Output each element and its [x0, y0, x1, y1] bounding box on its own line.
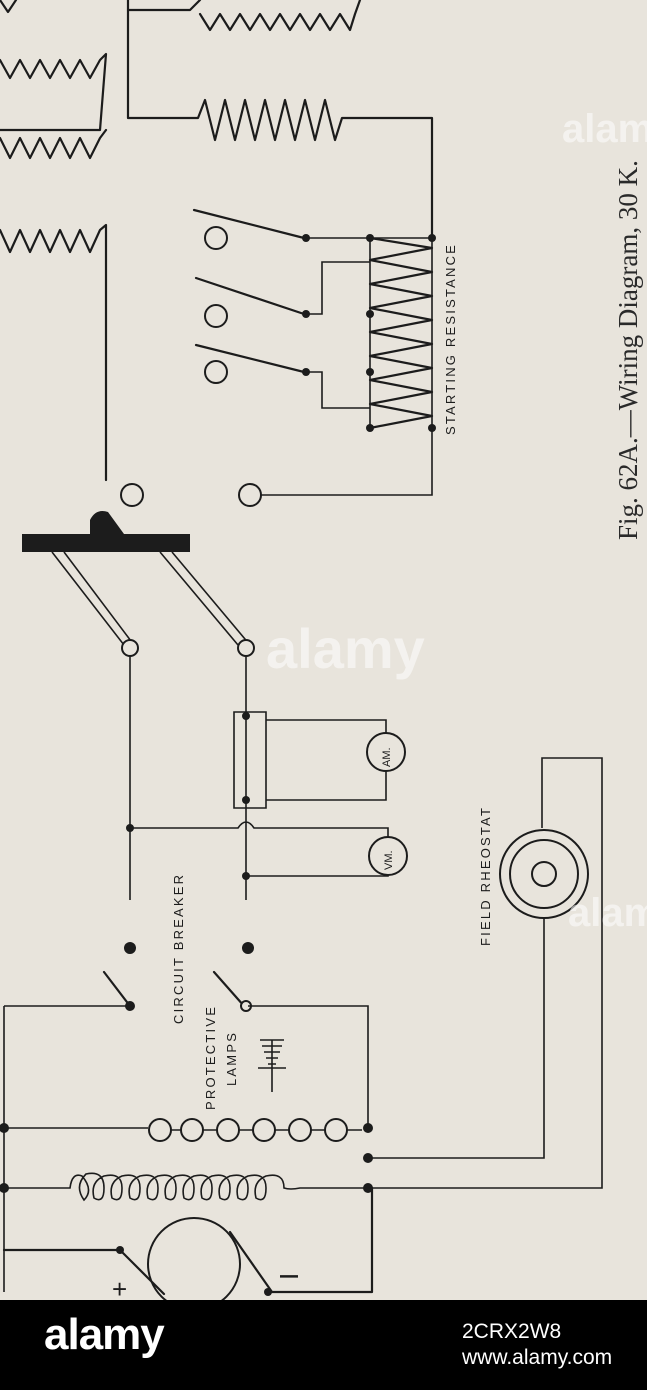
ammeter-label: AM.: [381, 747, 393, 767]
footer-bar: [0, 1300, 647, 1390]
plus-terminal-label: +: [112, 1274, 129, 1300]
watermark-small-2: alamy: [568, 891, 647, 935]
minus-terminal-label: I: [274, 1271, 304, 1280]
protective-lamps: [148, 1118, 362, 1142]
winding-coil-2: [0, 128, 108, 160]
lamp-wiring: [3, 1005, 369, 1292]
resistor-top: [126, 0, 362, 32]
breaker-contact-1: [124, 942, 136, 954]
alamy-logo: alamy: [44, 1310, 165, 1359]
breaker-arms: [102, 970, 246, 1008]
winding-coil-3: [0, 223, 108, 482]
knife-switch-handle: [22, 511, 190, 552]
shunt-field-coil: [4, 1172, 372, 1202]
generator-brushes: [2, 1186, 374, 1296]
wiring-diagram: STARTING RESISTANCE AM. VM. CIRC: [0, 0, 647, 1300]
switch-contact-1: [120, 483, 144, 507]
watermark-small-1: alamy: [562, 107, 647, 151]
starting-switches: [192, 208, 436, 496]
generator: [147, 1217, 241, 1300]
field-rheostat-label: FIELD RHEOSTAT: [478, 806, 493, 946]
field-rheostat-center: [531, 861, 557, 887]
wiring-diagram-svg: STARTING RESISTANCE AM. VM. CIRC: [0, 0, 647, 1300]
voltmeter: [368, 836, 408, 876]
starting-resistance-label: STARTING RESISTANCE: [443, 243, 458, 435]
breaker-contact-2: [242, 942, 254, 954]
knife-switch-blades: [51, 551, 251, 646]
watermark-center: alamy: [266, 617, 425, 680]
resistor-upper: [126, 8, 434, 240]
field-rheostat-wiring: [372, 757, 603, 1189]
winding-coil-1: [0, 52, 108, 132]
protective-label: PROTECTIVE: [203, 1005, 218, 1110]
image-id: 2CRX2W8: [462, 1320, 562, 1343]
switch-contact-2: [238, 483, 262, 507]
circuit-breaker-label: CIRCUIT BREAKER: [171, 873, 186, 1024]
voltmeter-label: VM.: [383, 850, 395, 870]
figure-caption: Fig. 62A.—Wiring Diagram, 30 K.: [613, 160, 643, 540]
lamps-label: LAMPS: [224, 1031, 239, 1086]
ground-symbol: [258, 1039, 286, 1092]
switch-pivot-1: [121, 639, 139, 657]
site-url[interactable]: www.alamy.com: [462, 1346, 613, 1369]
winding-coil-top: [0, 0, 18, 14]
switch-pivot-2: [237, 639, 255, 657]
meter-wiring: [129, 656, 389, 900]
ammeter: [366, 732, 406, 772]
